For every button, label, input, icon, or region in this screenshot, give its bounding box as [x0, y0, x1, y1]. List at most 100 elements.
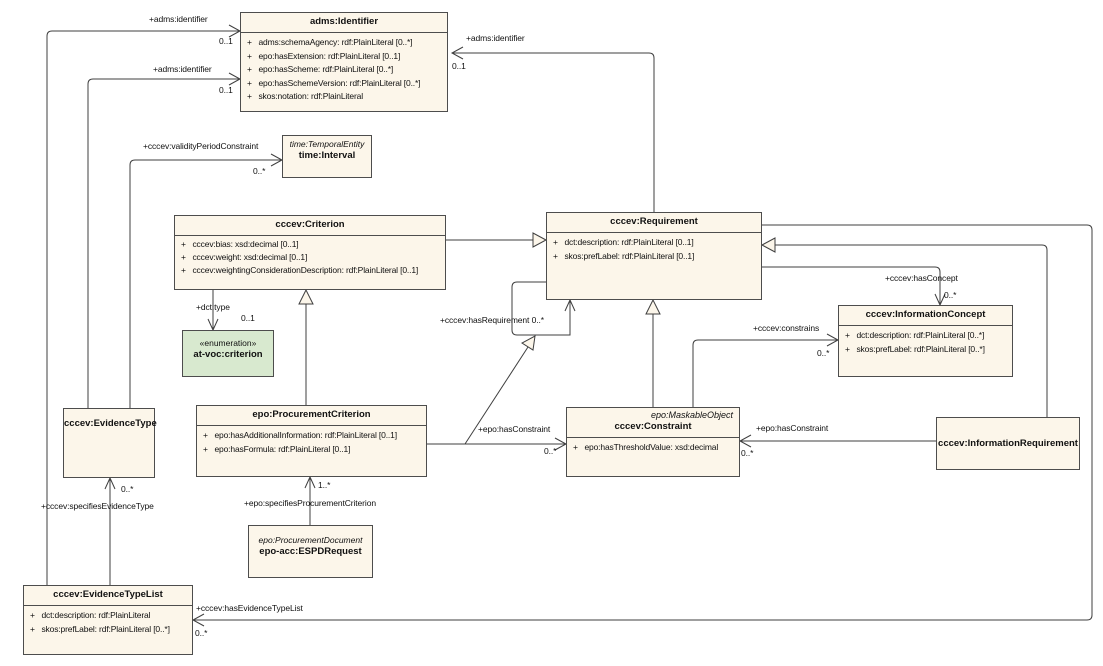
- assoc-requirement-evidencetypelist: [191, 224, 1093, 627]
- class-name: cccev:InformationRequirement: [938, 437, 1078, 449]
- gen-procurementcriterion-criterion: [298, 288, 314, 405]
- attribute-row: + skos:notation: rdf:PlainLiteral: [247, 91, 363, 101]
- attribute-row: + cccev:weight: xsd:decimal [0..1]: [181, 252, 308, 262]
- class-name: epo-acc:ESPDRequest: [259, 546, 362, 557]
- attribute-compartment: + epo:hasAdditionalInformation: rdf:Plai…: [197, 426, 426, 456]
- class-header: time:TemporalEntity time:Interval: [283, 136, 371, 166]
- class-name: cccev:EvidenceTypeList: [53, 589, 163, 600]
- multiplicity-req-etl: 0..*: [195, 628, 208, 638]
- attribute-row: + epo:hasExtension: rdf:PlainLiteral [0.…: [247, 50, 401, 61]
- class-cccev-requirement[interactable]: cccev:Requirement + dct:description: rdf…: [546, 212, 762, 300]
- edge-label-etl-identifier: +adms:identifier: [149, 14, 208, 24]
- class-adms-identifier[interactable]: adms:Identifier + adms:schemaAgency: rdf…: [240, 12, 448, 112]
- class-header: adms:Identifier: [241, 13, 447, 33]
- edge-label-req-self: +cccev:hasRequirement 0..*: [440, 315, 544, 325]
- attribute-compartment: + cccev:bias: xsd:decimal [0..1] + cccev…: [175, 236, 445, 277]
- attribute-row: + cccev:weightingConsiderationDescriptio…: [181, 265, 419, 275]
- stereotype-label: «enumeration»: [199, 338, 257, 348]
- multiplicity-pc-constraint: 0..*: [544, 446, 557, 456]
- class-name: cccev:Constraint: [614, 421, 692, 432]
- class-name: epo:ProcurementCriterion: [252, 409, 371, 420]
- class-cccev-constraint[interactable]: epo:MaskableObject cccev:Constraint + ep…: [566, 407, 740, 477]
- gen-criterion-requirement: [446, 232, 548, 248]
- edge-label-espd-pc: +epo:specifiesProcurementCriterion: [244, 498, 376, 508]
- assoc-requirement-identifier: [450, 46, 655, 212]
- attribute-row: + skos:prefLabel: rdf:PlainLiteral [0..*…: [845, 343, 985, 354]
- edge-label-etl-et: +cccev:specifiesEvidenceType: [41, 501, 154, 511]
- attribute-row: + epo:hasThresholdValue: xsd:decimal: [573, 442, 719, 452]
- attribute-compartment: + adms:schemaAgency: rdf:PlainLiteral [0…: [241, 33, 447, 104]
- attribute-row: + dct:description: rdf:PlainLiteral [0..…: [553, 237, 694, 247]
- edge-label-req-etl: +cccev:hasEvidenceTypeList: [196, 603, 303, 613]
- assoc-requirement-self: [511, 281, 576, 336]
- multiplicity-et-interval: 0..*: [253, 166, 266, 176]
- attribute-row: + skos:prefLabel: rdf:PlainLiteral [0..*…: [30, 623, 170, 634]
- attribute-compartment: + dct:description: rdf:PlainLiteral [0..…: [547, 233, 761, 263]
- class-epo-procurementcriterion[interactable]: epo:ProcurementCriterion + epo:hasAdditi…: [196, 405, 427, 477]
- attribute-row: + dct:description: rdf:PlainLiteral: [30, 610, 151, 620]
- gen-constraint-requirement: [645, 298, 661, 407]
- class-cccev-criterion[interactable]: cccev:Criterion + cccev:bias: xsd:decima…: [174, 215, 446, 290]
- edge-label-et-identifier: +adms:identifier: [153, 64, 212, 74]
- attribute-row: + adms:schemaAgency: rdf:PlainLiteral [0…: [247, 37, 413, 47]
- attribute-compartment: + dct:description: rdf:PlainLiteral [0..…: [839, 326, 1012, 356]
- edge-label-crit-type: +dct:type: [196, 302, 230, 312]
- multiplicity-etl-identifier: 0..1: [219, 36, 233, 46]
- attribute-compartment: + dct:description: rdf:PlainLiteral + sk…: [24, 606, 192, 636]
- attribute-row: + skos:prefLabel: rdf:PlainLiteral [0..1…: [553, 250, 695, 261]
- class-supertype: epo:ProcurementDocument: [258, 535, 363, 545]
- multiplicity-req-concept: 0..*: [944, 290, 957, 300]
- class-cccev-informationrequirement[interactable]: cccev:InformationRequirement: [936, 417, 1080, 470]
- class-name: cccev:EvidenceType: [64, 418, 157, 429]
- class-name: cccev:Criterion: [275, 219, 345, 230]
- class-header: cccev:InformationConcept: [839, 306, 1012, 326]
- edge-label-ir-constraint: +epo:hasConstraint: [756, 423, 829, 433]
- class-epo-acc-espdrequest[interactable]: epo:ProcurementDocument epo-acc:ESPDRequ…: [248, 525, 373, 578]
- class-supertype: time:TemporalEntity: [289, 139, 365, 149]
- class-name: cccev:Requirement: [610, 216, 698, 227]
- multiplicity-crit-type: 0..1: [241, 313, 255, 323]
- assoc-constraint-informationconcept: [692, 333, 840, 407]
- class-header: cccev:Criterion: [175, 216, 445, 236]
- class-cccev-informationconcept[interactable]: cccev:InformationConcept + dct:descripti…: [838, 305, 1013, 377]
- edge-label-constraint-concept: +cccev:constrains: [753, 323, 820, 333]
- edge-label-pc-constraint: +epo:hasConstraint: [478, 424, 551, 434]
- assoc-espdrequest-procurementcriterion: [304, 475, 316, 525]
- multiplicity-espd-pc: 1..*: [318, 480, 331, 490]
- class-name: time:Interval: [298, 150, 356, 161]
- attribute-compartment: + epo:hasThresholdValue: xsd:decimal: [567, 438, 739, 455]
- class-supertype: epo:MaskableObject: [650, 410, 733, 420]
- multiplicity-et-identifier: 0..1: [219, 85, 233, 95]
- attribute-row: + epo:hasSchemeVersion: rdf:PlainLiteral…: [247, 77, 421, 88]
- gen-diagonal-requirement: [464, 335, 536, 445]
- enum-at-voc-criterion[interactable]: «enumeration» at-voc:criterion: [182, 330, 274, 377]
- attribute-row: + epo:hasScheme: rdf:PlainLiteral [0..*]: [247, 64, 394, 74]
- multiplicity-constraint-concept: 0..*: [817, 348, 830, 358]
- gen-informationrequirement-requirement: [760, 237, 1048, 417]
- assoc-informationrequirement-constraint: [738, 434, 936, 448]
- attribute-row: + dct:description: rdf:PlainLiteral [0..…: [845, 330, 985, 340]
- multiplicity-etl-et: 0..*: [121, 484, 134, 494]
- multiplicity-ir-constraint: 0..*: [741, 448, 754, 458]
- edge-label-et-interval: +cccev:validityPeriodConstraint: [143, 141, 259, 151]
- class-header: «enumeration» at-voc:criterion: [183, 331, 273, 365]
- class-header: epo:ProcurementCriterion: [197, 406, 426, 426]
- class-name: adms:Identifier: [309, 16, 379, 27]
- class-header: cccev:Requirement: [547, 213, 761, 233]
- edge-label-req-concept: +cccev:hasConcept: [885, 273, 958, 283]
- class-name: cccev:InformationConcept: [865, 309, 986, 320]
- multiplicity-req-identifier: 0..1: [452, 61, 466, 71]
- class-name: at-voc:criterion: [193, 349, 263, 360]
- class-header: epo:MaskableObject cccev:Constraint: [567, 408, 739, 438]
- attribute-row: + epo:hasAdditionalInformation: rdf:Plai…: [203, 430, 397, 440]
- attribute-row: + epo:hasFormula: rdf:PlainLiteral [0..1…: [203, 443, 351, 454]
- class-cccev-evidencetypelist[interactable]: cccev:EvidenceTypeList + dct:description…: [23, 585, 193, 655]
- class-time-interval[interactable]: time:TemporalEntity time:Interval: [282, 135, 372, 178]
- class-header: cccev:EvidenceTypeList: [24, 586, 192, 606]
- class-cccev-evidencetype[interactable]: cccev:EvidenceType: [63, 408, 157, 478]
- edge-label-req-identifier: +adms:identifier: [466, 33, 525, 43]
- assoc-evidencetypelist-evidencetype: [104, 476, 116, 585]
- attribute-row: + cccev:bias: xsd:decimal [0..1]: [181, 239, 299, 249]
